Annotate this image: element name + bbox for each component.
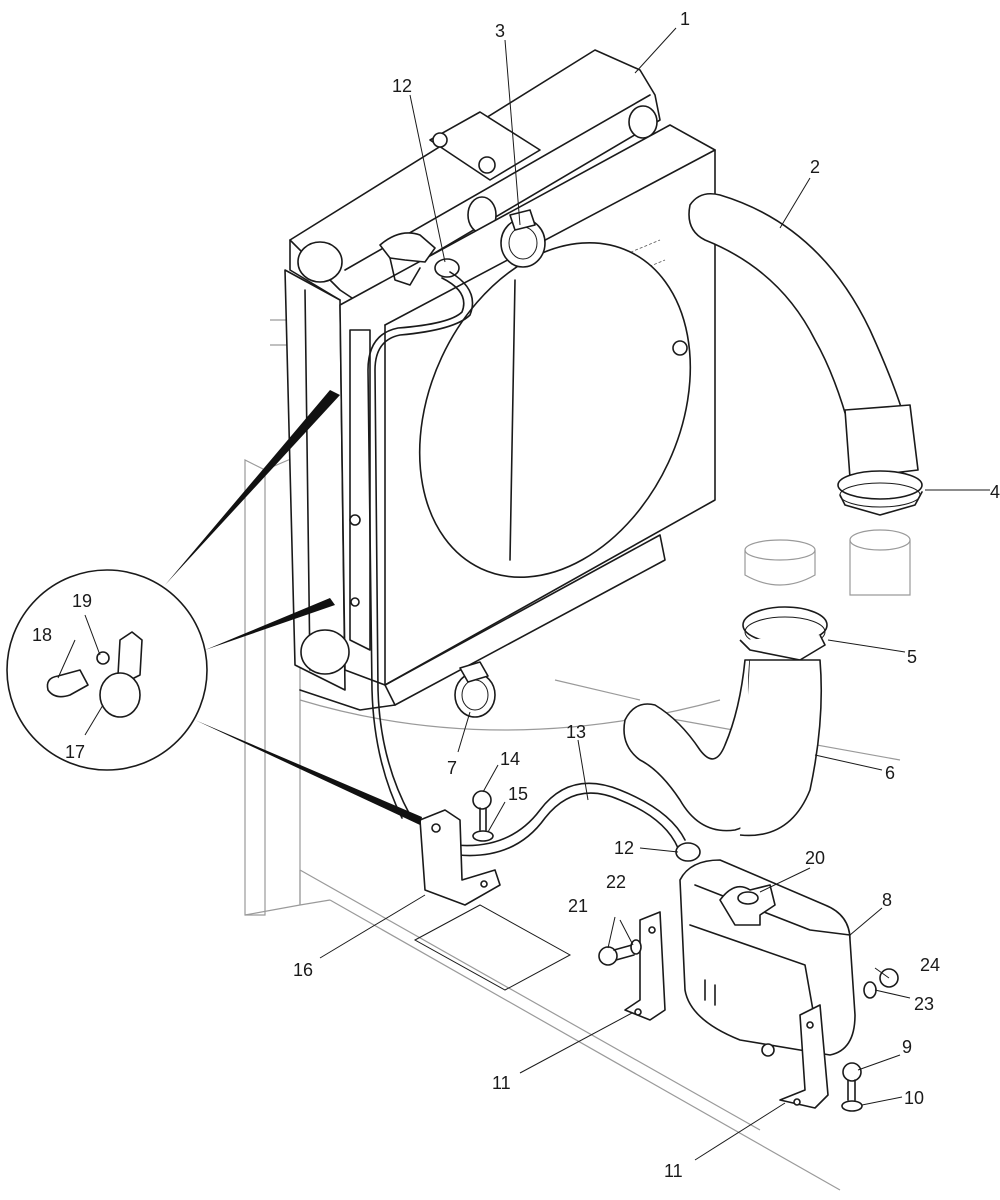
callout-23: 23 [914, 994, 934, 1014]
hose-clamp-lower [454, 661, 496, 718]
detail-inset [6, 390, 422, 825]
callout-24: 24 [920, 955, 940, 975]
callout-17: 17 [65, 742, 85, 762]
callout-18: 18 [32, 625, 52, 645]
callout-labels: 1 2 3 4 5 6 7 8 9 10 11 11 12 12 13 14 1… [32, 9, 1000, 1181]
bolt-21 [598, 939, 642, 966]
callout-7: 7 [447, 758, 457, 778]
callout-1: 1 [680, 9, 690, 29]
callout-11-right: 11 [664, 1161, 683, 1181]
callout-2: 2 [810, 157, 820, 177]
overflow-hose [367, 271, 686, 857]
callout-6: 6 [885, 763, 895, 783]
bolt-14 [472, 790, 494, 842]
lower-hose [623, 606, 828, 837]
callout-16: 16 [293, 960, 313, 980]
bolt-9 [841, 1062, 863, 1112]
radiator-cap [379, 232, 436, 286]
callout-12-top: 12 [392, 76, 412, 96]
reservoir-bracket-right [779, 1004, 829, 1109]
callout-11-left: 11 [492, 1073, 511, 1093]
callout-3: 3 [495, 21, 505, 41]
reservoir-bracket-left [624, 911, 666, 1021]
callout-10: 10 [904, 1088, 924, 1108]
radiator [284, 49, 716, 711]
callout-9: 9 [902, 1037, 912, 1057]
upper-hose [688, 192, 923, 596]
callout-8: 8 [882, 890, 892, 910]
callout-19: 19 [72, 591, 92, 611]
callout-13: 13 [566, 722, 586, 742]
overflow-hose-clamp-lower [675, 842, 701, 862]
hose-bracket [419, 809, 501, 906]
callout-4: 4 [990, 482, 1000, 502]
leader-lines [57, 27, 990, 1161]
callout-20: 20 [805, 848, 825, 868]
overflow-hose-clamp-upper [434, 258, 460, 278]
callout-21: 21 [568, 896, 588, 916]
callout-5: 5 [907, 647, 917, 667]
callout-15: 15 [508, 784, 528, 804]
callout-12-bottom: 12 [614, 838, 634, 858]
callout-22: 22 [606, 872, 626, 892]
callout-14: 14 [500, 749, 520, 769]
reservoir-tank [679, 859, 856, 1057]
hose-clamp-top [500, 209, 546, 268]
